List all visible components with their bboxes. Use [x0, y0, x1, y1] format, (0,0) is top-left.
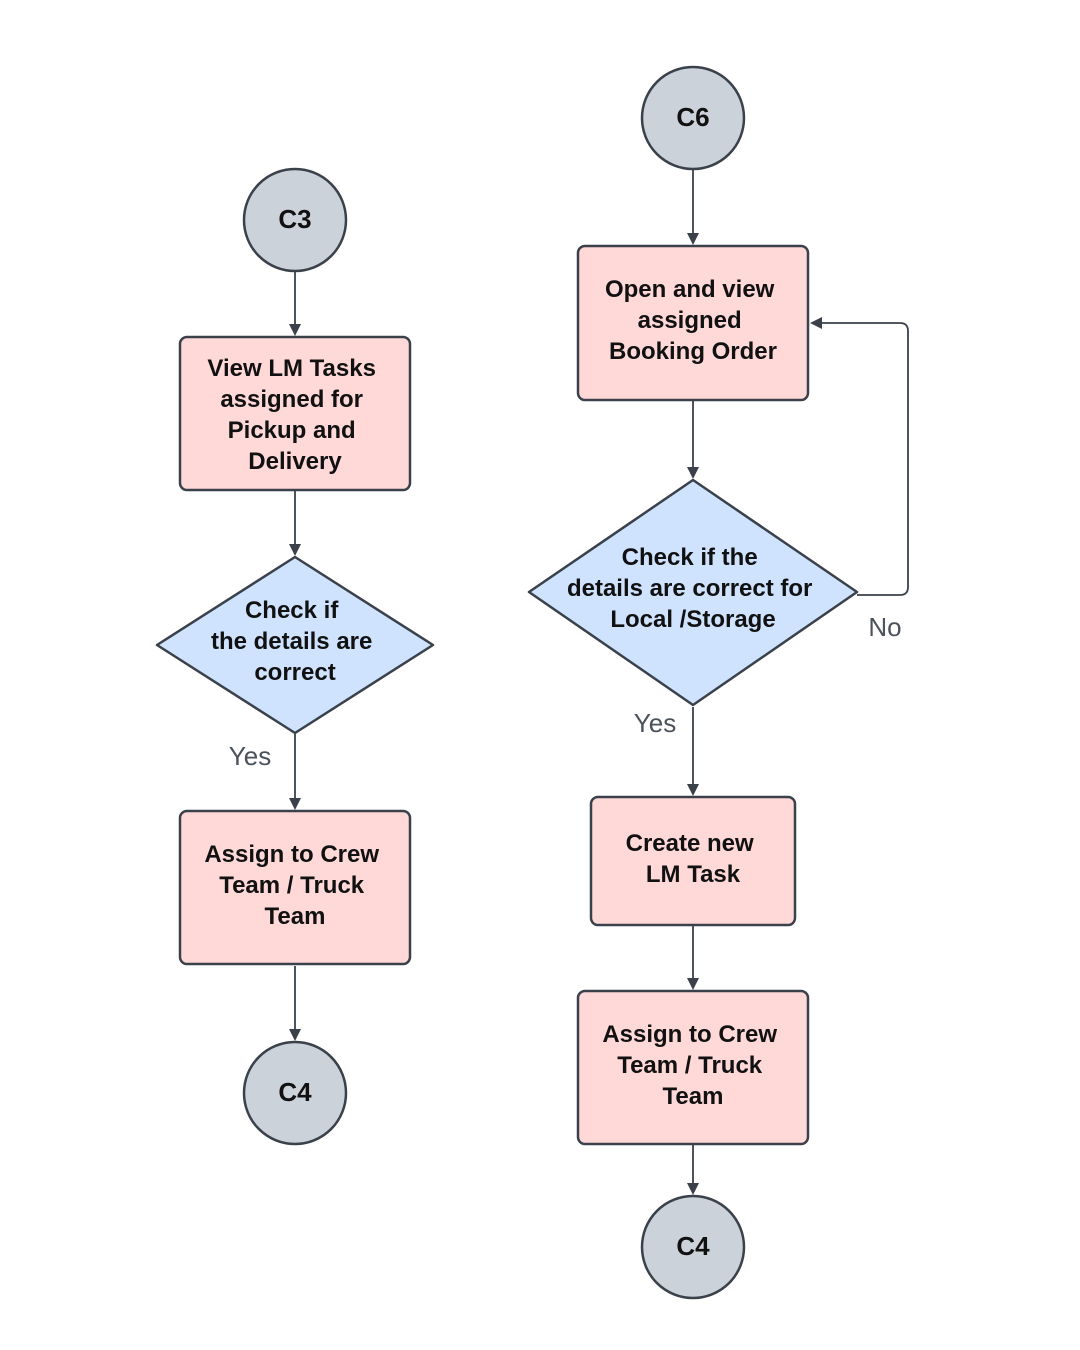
decision-check-details-label: Check if the details are correct: [211, 597, 379, 686]
connector-c3-label: C3: [278, 204, 311, 234]
process-view-lm-tasks[interactable]: View LM Tasks assigned for Pickup and De…: [178, 335, 412, 492]
decision-check-local-storage[interactable]: Check if the details are correct for Loc…: [527, 478, 859, 707]
connector-c6-label: C6: [676, 102, 709, 132]
connector-c4-left[interactable]: C4: [242, 1040, 348, 1146]
process-open-booking-order[interactable]: Open and view assigned Booking Order: [576, 244, 810, 402]
connector-c6[interactable]: C6: [640, 65, 746, 171]
process-assign-crew-right-label: Assign to Crew Team / Truck Team: [602, 1021, 783, 1110]
connector-c3[interactable]: C3: [242, 167, 348, 273]
process-create-lm-task[interactable]: Create new LM Task: [589, 795, 797, 927]
process-assign-crew-right[interactable]: Assign to Crew Team / Truck Team: [576, 989, 810, 1146]
edge-label-no-right: No: [868, 612, 901, 642]
decision-check-local-storage-label: Check if the details are correct for Loc…: [567, 544, 819, 633]
edge-label-yes-right: Yes: [634, 708, 676, 738]
connector-c4-right[interactable]: C4: [640, 1194, 746, 1300]
connector-c4-left-label: C4: [278, 1077, 312, 1107]
edge-check-no-loop-to-open-booking: [810, 317, 909, 596]
process-assign-crew-left[interactable]: Assign to Crew Team / Truck Team: [178, 809, 412, 966]
connector-c4-right-label: C4: [676, 1231, 710, 1261]
process-open-booking-order-label: Open and view assigned Booking Order: [605, 276, 781, 365]
process-assign-crew-left-label: Assign to Crew Team / Truck Team: [204, 841, 385, 930]
decision-check-details[interactable]: Check if the details are correct: [155, 555, 435, 735]
process-create-lm-task-label: Create new LM Task: [626, 830, 761, 888]
edge-label-yes-left: Yes: [229, 741, 271, 771]
process-view-lm-tasks-label: View LM Tasks assigned for Pickup and De…: [207, 355, 382, 475]
